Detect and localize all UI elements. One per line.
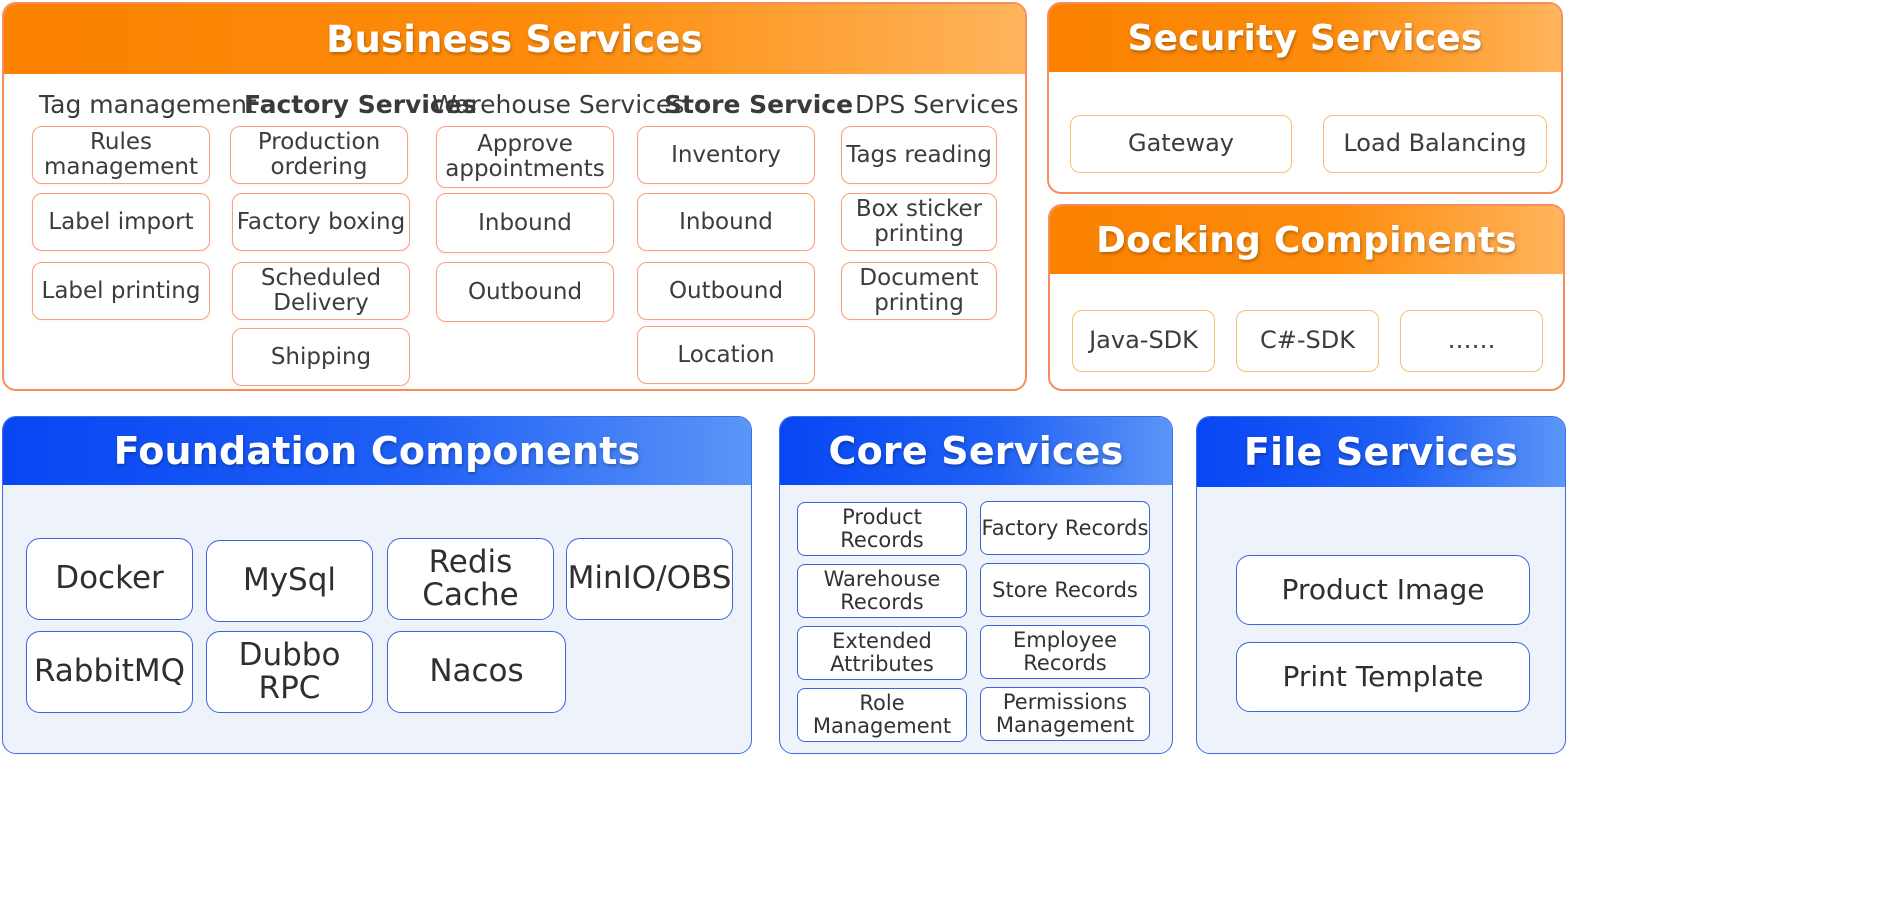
column-heading-tag-management: Tag management <box>39 90 257 119</box>
minio-obs-box: MinIO/OBS <box>566 538 733 620</box>
scheduled-delivery-box: Scheduled Delivery <box>232 262 410 320</box>
warehouse-records-box: Warehouse Records <box>797 564 967 618</box>
csharp-sdk-box: C#-SDK <box>1236 310 1379 372</box>
rabbitmq-box: RabbitMQ <box>26 631 193 713</box>
approve-appointments-box: Approve appointments <box>436 126 614 188</box>
warehouse-inbound-box: Inbound <box>436 193 614 253</box>
inventory-box: Inventory <box>637 126 815 184</box>
core-services-title: Core Services <box>780 417 1172 485</box>
production-ordering-box: Production ordering <box>230 126 408 184</box>
column-heading-factory-services: Factory Services <box>244 90 477 119</box>
product-image-box: Product Image <box>1236 555 1530 625</box>
extended-attributes-box: Extended Attributes <box>797 626 967 680</box>
factory-boxing-box: Factory boxing <box>232 193 410 251</box>
rules-management-box: Rules management <box>32 126 210 184</box>
file-services-panel: File Services Product Image Print Templa… <box>1196 416 1566 754</box>
label-import-box: Label import <box>32 193 210 251</box>
foundation-components-title: Foundation Components <box>3 417 751 485</box>
docker-box: Docker <box>26 538 193 620</box>
employee-records-box: Employee Records <box>980 625 1150 679</box>
factory-records-box: Factory Records <box>980 501 1150 555</box>
business-services-title: Business Services <box>4 4 1025 74</box>
location-box: Location <box>637 326 815 384</box>
gateway-box: Gateway <box>1070 115 1292 173</box>
foundation-components-panel: Foundation Components Docker MySql Redis… <box>2 416 752 754</box>
mysql-box: MySql <box>206 540 373 622</box>
more-sdk-box: …… <box>1400 310 1543 372</box>
tags-reading-box: Tags reading <box>841 126 997 184</box>
security-services-title: Security Services <box>1049 4 1561 72</box>
document-printing-box: Document printing <box>841 262 997 320</box>
file-services-title: File Services <box>1197 417 1565 487</box>
store-records-box: Store Records <box>980 563 1150 617</box>
store-inbound-box: Inbound <box>637 193 815 251</box>
permissions-management-box: Permissions Management <box>980 687 1150 741</box>
warehouse-outbound-box: Outbound <box>436 262 614 322</box>
redis-cache-box: Redis Cache <box>387 538 554 620</box>
docking-components-panel: Docking Compinents Java-SDK C#-SDK …… <box>1048 204 1565 391</box>
core-services-panel: Core Services Product Records Factory Re… <box>779 416 1173 754</box>
column-heading-store-service: Store Service <box>664 90 854 119</box>
column-heading-warehouse-services: Warehouse Services <box>432 90 685 119</box>
box-sticker-printing-box: Box sticker printing <box>841 193 997 251</box>
dubbo-rpc-box: Dubbo RPC <box>206 631 373 713</box>
product-records-box: Product Records <box>797 502 967 556</box>
nacos-box: Nacos <box>387 631 566 713</box>
role-management-box: Role Management <box>797 688 967 742</box>
docking-components-title: Docking Compinents <box>1050 206 1563 274</box>
column-heading-dps-services: DPS Services <box>855 90 1019 119</box>
security-services-panel: Security Services Gateway Load Balancing <box>1047 2 1563 194</box>
label-printing-box: Label printing <box>32 262 210 320</box>
shipping-box: Shipping <box>232 328 410 386</box>
load-balancing-box: Load Balancing <box>1323 115 1547 173</box>
print-template-box: Print Template <box>1236 642 1530 712</box>
store-outbound-box: Outbound <box>637 262 815 320</box>
business-services-panel: Business Services Tag management Factory… <box>2 2 1027 391</box>
java-sdk-box: Java-SDK <box>1072 310 1215 372</box>
